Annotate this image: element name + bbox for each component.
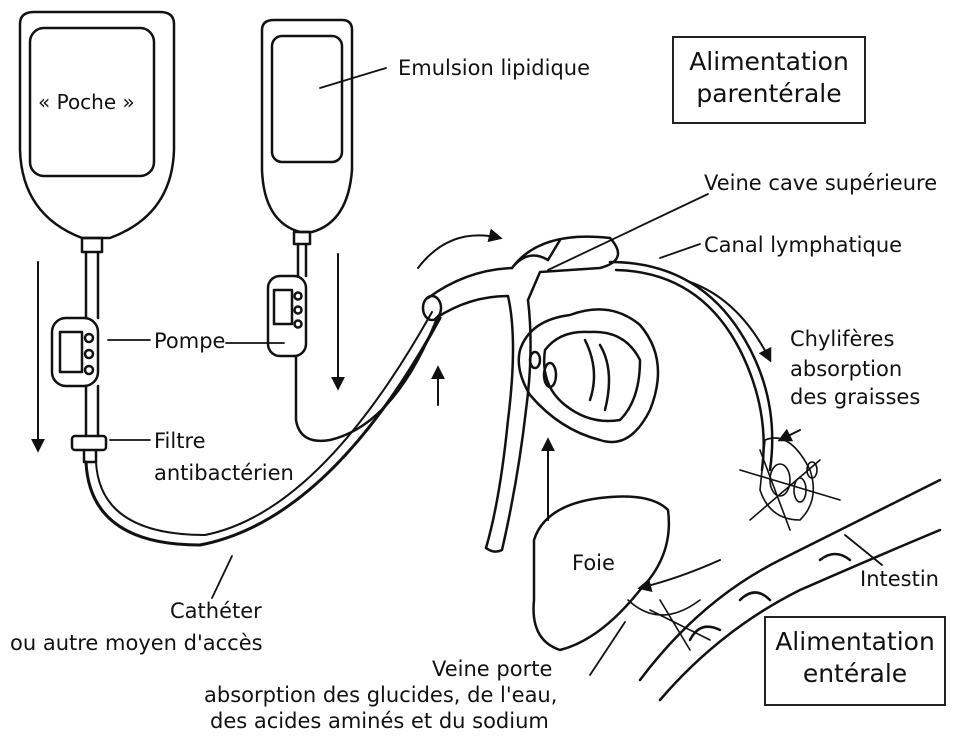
- parenterale-line-1: Alimentation: [674, 46, 864, 78]
- chyliferes-label-1: Chylifères: [790, 326, 894, 352]
- parenterale-line-2: parentérale: [674, 78, 864, 110]
- chyliferes-network: [740, 430, 840, 530]
- veine-cave-label: Veine cave supérieure: [704, 170, 937, 196]
- chyliferes-label-3: des graisses: [790, 384, 920, 410]
- intestin-label: Intestin: [860, 566, 939, 592]
- enterale-line-2: entérale: [766, 658, 944, 690]
- enterale-box: Alimentation entérale: [764, 616, 946, 706]
- veine-porte-label-3: des acides aminés et du sodium: [210, 708, 549, 734]
- foie-label: Foie: [572, 550, 615, 576]
- catheter-label-2: ou autre moyen d'accès: [10, 630, 263, 656]
- filtre-device: [72, 436, 106, 462]
- parenterale-box: Alimentation parentérale: [672, 36, 866, 124]
- foie: [534, 497, 720, 676]
- chyliferes-label-2: absorption: [790, 356, 902, 382]
- pompe-device-2: [268, 276, 438, 441]
- poche-label: « Poche »: [38, 90, 135, 114]
- pompe-label: Pompe: [154, 328, 225, 354]
- filtre-label-1: Filtre: [154, 428, 206, 454]
- canal-lymphatique: [610, 244, 772, 470]
- catheter-label-1: Cathéter: [170, 598, 262, 624]
- emulsion-label: Emulsion lipidique: [398, 55, 590, 81]
- pompe-device-1: [52, 318, 98, 436]
- enterale-line-1: Alimentation: [766, 626, 944, 658]
- veine-porte-label-2: absorption des glucides, de l'eau,: [204, 682, 557, 708]
- veine-cave: [423, 237, 618, 552]
- emulsion-bag: [262, 20, 352, 276]
- veine-porte-label-1: Veine porte: [432, 656, 552, 682]
- canal-label: Canal lymphatique: [704, 232, 902, 258]
- heart: [519, 309, 658, 442]
- filtre-label-2: antibactérien: [154, 460, 294, 486]
- poche-bag: [20, 12, 174, 318]
